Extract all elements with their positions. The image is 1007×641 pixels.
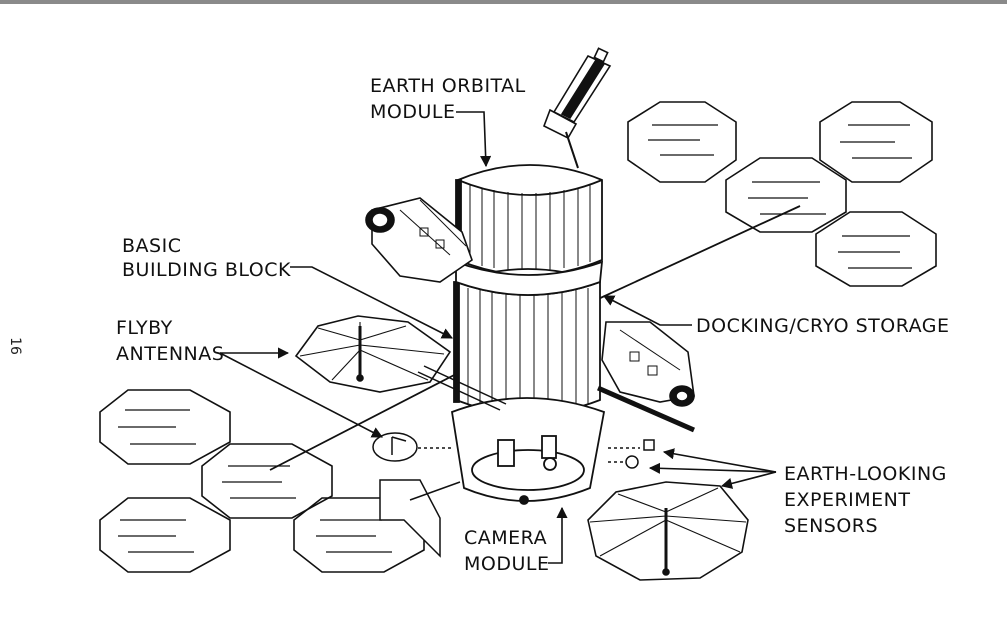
label-camera-line2: MODULE: [464, 553, 549, 575]
basic-building-block: [454, 262, 602, 414]
label-earth-looking-line2: EXPERIMENT: [784, 489, 911, 511]
label-flyby-line2: ANTENNAS: [116, 343, 224, 365]
lower-solar-array: [100, 372, 460, 572]
upper-solar-array: [596, 102, 936, 300]
label-earth-looking-line1: EARTH-LOOKING: [784, 463, 947, 485]
label-earth-orbital-line2: MODULE: [370, 101, 455, 123]
label-camera-line1: CAMERA: [464, 527, 547, 549]
camera-module: [452, 398, 604, 504]
apollo-csm-lower: [598, 322, 694, 430]
label-basic-line1: BASIC: [122, 235, 181, 257]
flyby-antenna-right: [588, 482, 748, 580]
label-flyby-line1: FLYBY: [116, 317, 173, 339]
label-docking: DOCKING/CRYO STORAGE: [696, 315, 950, 337]
flyby-antenna-left: [296, 316, 450, 392]
label-earth-orbital-line1: EARTH ORBITAL: [370, 75, 526, 97]
label-basic-line2: BUILDING BLOCK: [122, 259, 291, 281]
label-earth-looking-line3: SENSORS: [784, 515, 878, 537]
earth-orbital-module: [456, 165, 602, 275]
cryo-tank: [544, 48, 610, 168]
